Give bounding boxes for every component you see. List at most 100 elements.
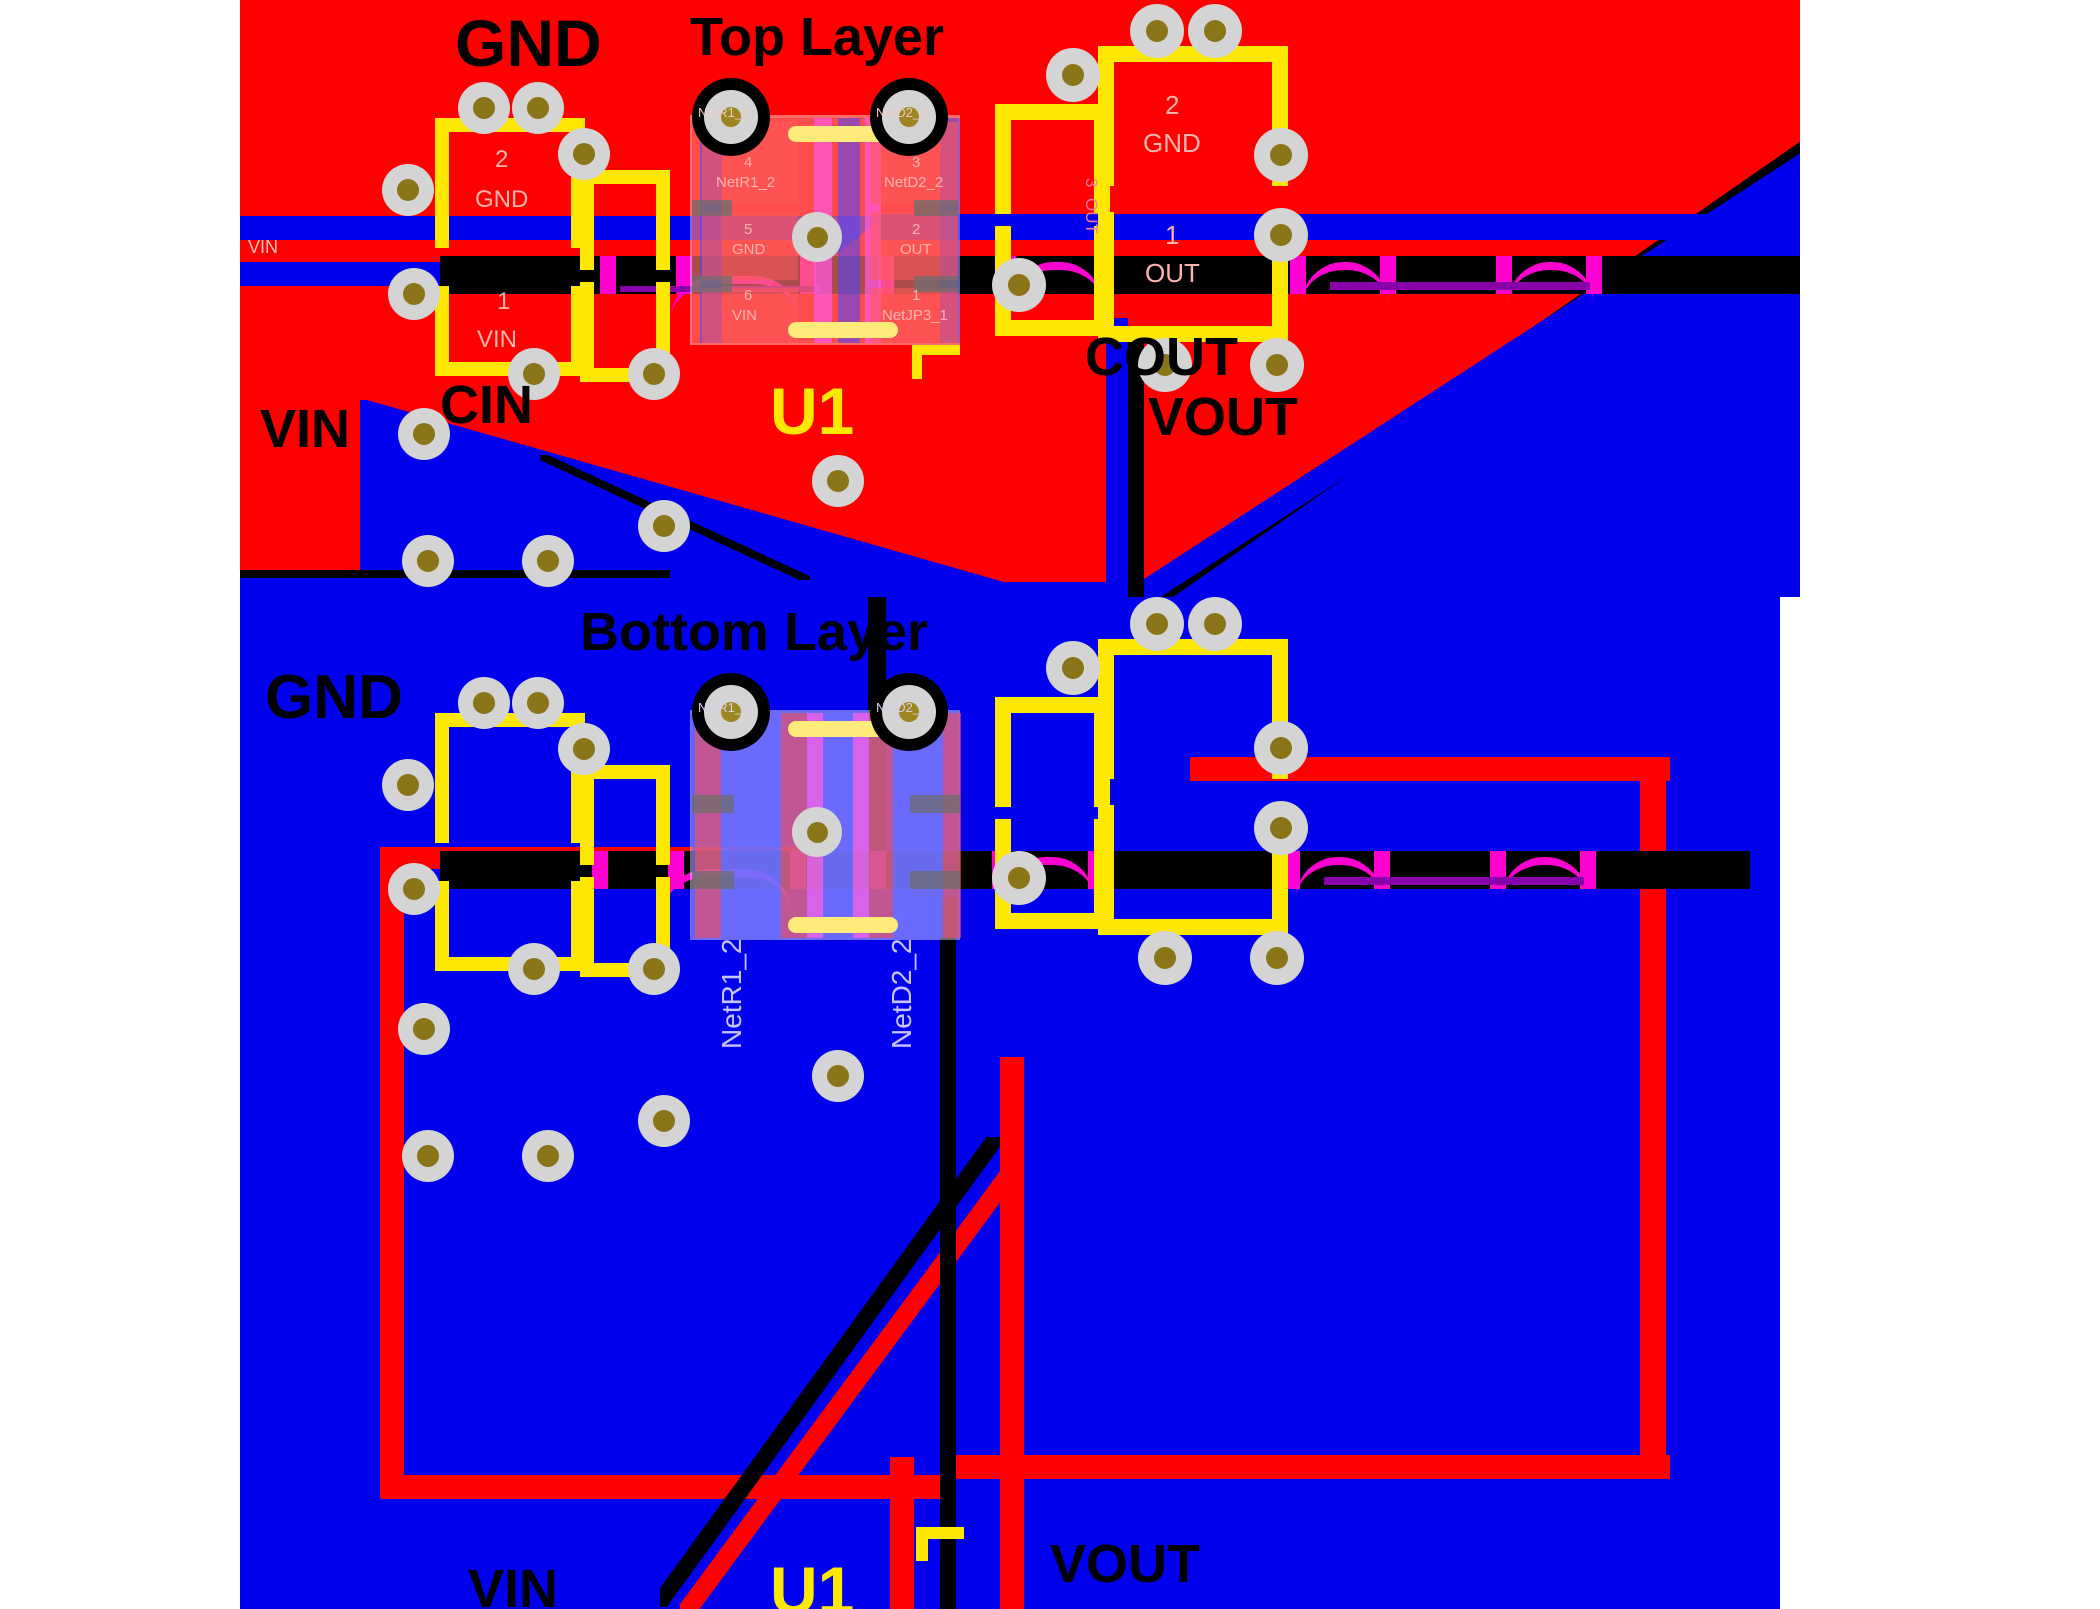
trace-bottom-out-diag [1120, 128, 1800, 600]
cout-left-outline [995, 104, 1110, 214]
u1-pin6-number: 6 [744, 287, 753, 304]
u1b-center-via [792, 807, 842, 857]
pad-cout-gnd-a [1130, 4, 1184, 58]
u1b-pin-col-left-red [695, 713, 721, 938]
cout-pin1-net: OUT [1145, 258, 1200, 288]
silkscreen-band-magenta-arc-1 [670, 276, 800, 322]
bottom-board-right-blue [1740, 597, 1780, 1609]
u1-tiebar-left-1 [692, 200, 732, 216]
bottom-band-magenta-1 [592, 851, 608, 889]
u1-pin3-number: 3 [912, 154, 921, 171]
u1-via-right [882, 90, 936, 144]
u1b-tiebar-right-1 [910, 795, 960, 813]
trace-label-out: OUT [1082, 198, 1101, 234]
u1-pin2-number: 2 [912, 221, 921, 238]
bottom-label-gnd: GND [265, 663, 403, 732]
bottom-pad-cout-bottom-a [1138, 931, 1192, 985]
u1-pin1-net: NetJP3_1 [882, 307, 948, 324]
u1-via-label-right: NetD2_2 [876, 105, 928, 120]
trace-top-vin-vertical [380, 847, 404, 1497]
silkscreen-band-magenta-10 [1586, 256, 1602, 294]
u1b-via-label-right: NetD2_2 [876, 700, 928, 715]
cout-pin1-number: 1 [1165, 220, 1180, 250]
u1b-pin-col-right-red [869, 713, 893, 938]
trace-top-u1-down [1000, 1057, 1024, 1609]
pad-cin-far-left [398, 408, 450, 460]
bottom-pad-cout-gnd-b [1188, 597, 1242, 651]
bottom-pad-bottom-right [628, 943, 680, 995]
bottom-cin-mid-outline [580, 765, 670, 865]
top-label-cout: COUT [1085, 327, 1238, 387]
bottom-band-magenta-arc-4 [1502, 857, 1588, 899]
bottom-band-magenta-arc-2 [1004, 857, 1094, 899]
pad-cout-right-top [1254, 128, 1308, 182]
u1-via-label-left: NetR1_2 [698, 105, 750, 120]
u1b-pin-col-far-right-red [943, 713, 961, 938]
bottom-pad-vin-bottom [508, 943, 560, 995]
u1-pin5-net: GND [732, 241, 766, 258]
silkscreen-band-magenta-arc-3 [1302, 262, 1388, 304]
bottom-net-label-netr1: NetR1_2 [716, 938, 747, 1049]
bottom-pad-cout-right-mid [1254, 801, 1308, 855]
pad-cout-right-mid [1254, 208, 1308, 262]
bottom-pad-left [382, 759, 434, 811]
pad-cin-left [382, 164, 434, 216]
bottom-pad-gnd-b [512, 677, 564, 729]
bottom-pad-vin-left [388, 863, 440, 915]
pad-cout-left-top [1046, 48, 1100, 102]
u1-tiebar-right-2 [914, 276, 958, 292]
bottom-layer-board: NetR1_2 NetD2_2 NetR1_2 NetD2_2 U1 Botto… [240, 597, 1800, 1609]
bottom-pad-cout-left-top [1046, 641, 1100, 695]
u1-pad-6 [702, 288, 798, 343]
u1-tiebar-left-2 [692, 276, 732, 292]
silkscreen-band-magenta-7 [1290, 256, 1306, 294]
u1-via-left [704, 90, 758, 144]
silkscreen-band-magenta-arc-4 [1508, 262, 1594, 304]
u1b-tiebar-left-2 [692, 871, 734, 889]
pad-cin-vin-bottom [508, 348, 560, 400]
u1-silk-bar-bottom [788, 322, 898, 338]
bottom-band-magenta-10 [1580, 851, 1596, 889]
u1b-pin-col-right-magenta [853, 713, 869, 938]
silkscreen-band-magenta-3 [800, 256, 816, 294]
u1-pad-2 [870, 212, 958, 280]
trace-label-vin: VIN [248, 237, 279, 257]
top-label-vin: VIN [260, 399, 351, 459]
u1b-tiebar-right-2 [910, 871, 960, 889]
pad-cout-left-bottom [992, 258, 1046, 312]
bottom-pad-cout-bottom-b [1250, 931, 1304, 985]
bottom-label-vout: VOUT [1050, 1534, 1201, 1594]
u1b-pin-col-right-blue [893, 713, 943, 938]
pad-u1-lower-left [812, 455, 864, 507]
u1-pad-5 [702, 212, 798, 280]
bottom-label-vin: VIN [468, 1559, 559, 1609]
u1-pin3-net: NetD2_2 [884, 174, 944, 191]
top-label-gnd: GND [455, 6, 602, 80]
trace-black-u1-vertical [1128, 330, 1144, 600]
u1-pin-col-right-blue [838, 118, 860, 343]
pad-cin-row-b [402, 535, 454, 587]
pad-cin-vin-left [388, 268, 440, 320]
u1-pin1-number: 1 [912, 287, 921, 304]
u1-pin6-net: VIN [732, 307, 758, 324]
silkscreen-band-magenta-1 [600, 256, 616, 294]
cin-pin2-net: GND [475, 186, 529, 213]
bottom-pad-u1-lower-left [812, 1050, 864, 1102]
cout-left-outline-2 [995, 226, 1110, 336]
pad-cout-bottom-a [1138, 338, 1192, 392]
cin-pin1-number: 1 [497, 288, 511, 315]
cout-pin2-net: GND [1143, 128, 1201, 158]
u1-tiebar-right-1 [914, 200, 958, 216]
u1-arrow-bottom [916, 1527, 964, 1539]
bottom-pad-row-b [402, 1130, 454, 1182]
bottom-band-magenta-7 [1284, 851, 1300, 889]
u1b-via-right [882, 685, 936, 739]
u1b-silk-bar-top [788, 721, 888, 737]
u1-arrow-top [912, 345, 960, 355]
silkscreen-band-magenta-arc-2 [1012, 262, 1102, 304]
bottom-pad-cout-right-top [1254, 721, 1308, 775]
cin-mid-outline [580, 170, 670, 270]
cin-pin2-number: 2 [495, 146, 509, 173]
bottom-cout-left-outline [995, 697, 1110, 807]
